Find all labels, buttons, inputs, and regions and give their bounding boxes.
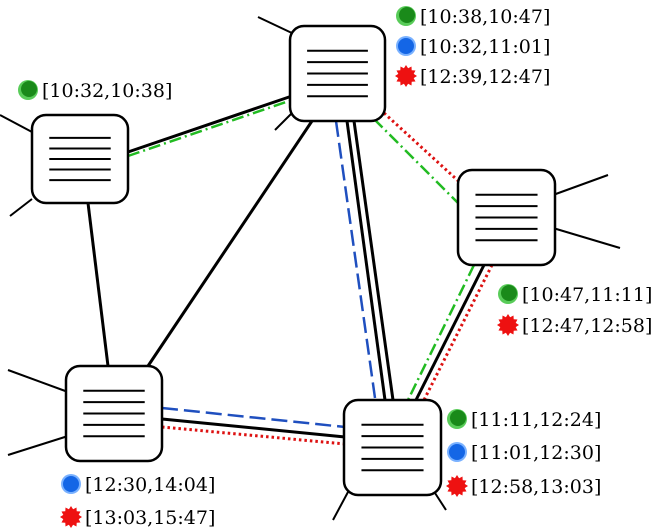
edge-n2-n5-black-line xyxy=(345,120,387,401)
node-n1 xyxy=(30,113,130,205)
blue-marker-icon xyxy=(63,476,79,492)
n2-stub-1 xyxy=(257,16,295,35)
red-marker-icon xyxy=(497,314,519,336)
edge-n1-n4-black-line xyxy=(86,202,110,367)
red-marker-icon xyxy=(395,65,417,87)
n3-green-interval: [10:47,11:11] xyxy=(522,284,652,306)
n2-green-interval: [10:38,10:47] xyxy=(420,6,550,28)
edge-n2-n3-green-line xyxy=(373,118,461,206)
n2-stub-2 xyxy=(274,112,293,131)
node-n4 xyxy=(64,364,164,463)
n2-time-label: [12:39,12:47] xyxy=(395,65,550,88)
n1-stub-2 xyxy=(9,198,33,217)
edge-n2-n5-black-line xyxy=(352,120,395,401)
n1-time-label: [10:32,10:38] xyxy=(18,80,172,102)
red-marker-icon xyxy=(446,475,468,497)
n3-stub-2 xyxy=(552,227,621,249)
node-n3 xyxy=(456,168,557,267)
edge-n2-n5-blue-line xyxy=(334,120,377,399)
n2-time-label: [10:32,11:01] xyxy=(396,36,550,58)
n5-red-interval: [12:58,13:03] xyxy=(471,476,601,498)
n5-stub-1 xyxy=(332,491,349,521)
n5-stub-2 xyxy=(434,492,447,511)
edge-n2-n4-black-line xyxy=(146,120,314,367)
n3-red-interval: [12:47,12:58] xyxy=(522,315,652,337)
n2-time-label: [10:38,10:47] xyxy=(396,6,550,28)
green-marker-icon xyxy=(450,410,466,426)
node-stubs xyxy=(0,16,621,521)
n4-red-interval: [13:03,15:47] xyxy=(85,507,215,529)
n5-time-label: [11:11,12:24] xyxy=(447,409,601,431)
n3-time-label: [10:47,11:11] xyxy=(498,284,652,306)
edge-n3-n5-green-line xyxy=(406,264,476,401)
green-marker-icon xyxy=(501,285,517,301)
edge-n4-n5-blue-line xyxy=(161,406,346,429)
n2-blue-interval: [10:32,11:01] xyxy=(420,36,550,58)
edges xyxy=(86,94,494,446)
n4-blue-interval: [12:30,14:04] xyxy=(85,474,215,496)
green-marker-icon xyxy=(21,81,37,97)
edge-n1-n2-black-line xyxy=(127,94,293,154)
blue-marker-icon xyxy=(398,38,414,54)
n4-time-label: [12:30,14:04] xyxy=(61,474,215,496)
edge-n3-n5-red-line xyxy=(422,264,494,401)
edge-n2-n3-red-line xyxy=(382,111,468,190)
n2-red-interval: [12:39,12:47] xyxy=(420,66,550,88)
n5-time-label: [12:58,13:03] xyxy=(446,475,601,498)
n5-time-label: [11:01,12:30] xyxy=(447,442,601,464)
n1-stub-1 xyxy=(0,114,33,133)
blue-marker-icon xyxy=(449,444,465,460)
n4-time-label: [13:03,15:47] xyxy=(60,506,215,529)
node-n2 xyxy=(288,24,387,123)
n3-stub-1 xyxy=(552,174,609,196)
n5-blue-interval: [11:01,12:30] xyxy=(471,442,601,464)
node-n5 xyxy=(342,398,443,497)
n1-green-interval: [10:32,10:38] xyxy=(42,80,172,102)
edge-n1-n2-green-line xyxy=(127,98,293,158)
edge-n3-n5-black-line xyxy=(414,264,486,401)
n4-stub-1 xyxy=(7,369,69,393)
red-marker-icon xyxy=(60,506,82,528)
n4-stub-2 xyxy=(7,435,69,456)
edge-n4-n5-black-line xyxy=(161,417,346,439)
time-window-labels: [10:32,10:38] [10:38,10:47] [10:32,11:01] [… xyxy=(18,6,652,529)
green-marker-icon xyxy=(399,7,415,23)
n5-green-interval: [11:11,12:24] xyxy=(471,409,601,431)
nodes xyxy=(30,24,557,497)
n3-time-label: [12:47,12:58] xyxy=(497,314,652,337)
